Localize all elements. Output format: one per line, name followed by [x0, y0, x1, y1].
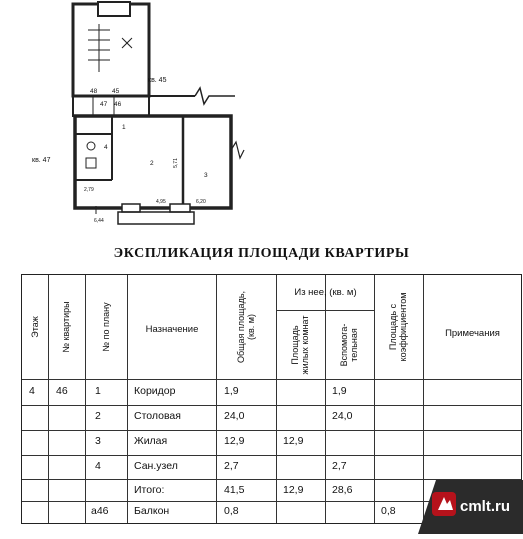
- plan-label-45: 45: [112, 88, 120, 95]
- room-number-2: 2: [150, 160, 154, 167]
- header-including-group: Из нее, (кв. м): [294, 287, 357, 298]
- watermark-logo: cmlt.ru: [418, 480, 523, 534]
- header-living-area: Площадь жилых комнат: [290, 315, 310, 375]
- row1-auxiliary-area: 1,9: [332, 385, 347, 397]
- total-row-living-area: 12,9: [283, 484, 304, 496]
- total-row-auxiliary-area: 28,6: [332, 484, 353, 496]
- row4-total-area: 2,7: [224, 460, 239, 472]
- row1-purpose: Коридор: [134, 385, 176, 397]
- plan-dim-4: 6,20: [196, 199, 206, 205]
- neighbor-label-top: кв. 45: [148, 77, 167, 84]
- plan-dim-3: 6,44: [94, 218, 104, 224]
- plan-dim-1: 5,71: [172, 158, 179, 168]
- row6-total-area: 0,8: [224, 505, 239, 517]
- row1-floor: 4: [29, 385, 35, 397]
- plan-label-46: 46: [114, 101, 122, 108]
- explication-table: Этаж № квартиры № по плану Назначение Об…: [21, 274, 522, 524]
- plan-dim-5: 4,95: [156, 199, 166, 205]
- watermark-logo-image: cmlt.ru: [418, 480, 523, 534]
- row1-apartment: 46: [56, 385, 68, 397]
- row6-coefficient-area: 0,8: [381, 505, 396, 517]
- row2-total-area: 24,0: [224, 410, 245, 422]
- row2-auxiliary-area: 24,0: [332, 410, 353, 422]
- floor-plan: кв. 45 кв. 47 48 45 47 46 1 4 2 3 5,71 2…: [0, 0, 523, 232]
- page-title: ЭКСПЛИКАЦИЯ ПЛОЩАДИ КВАРТИРЫ: [113, 246, 410, 261]
- row3-living-area: 12,9: [283, 435, 304, 447]
- row6-purpose: Балкон: [134, 505, 170, 517]
- row1-plan-number: 1: [95, 385, 101, 397]
- row3-total-area: 12,9: [224, 435, 245, 447]
- header-notes: Примечания: [445, 328, 500, 339]
- header-coefficient-area: Площадь с коэффициентом: [388, 292, 408, 362]
- row4-purpose: Сан.узел: [134, 460, 178, 472]
- header-plan-number: № по плану: [101, 302, 111, 352]
- header-apartment-number: № квартиры: [61, 301, 71, 353]
- room-number-3: 3: [204, 172, 208, 179]
- plan-label-47: 47: [100, 101, 108, 108]
- plan-dim-2: 2,79: [84, 187, 94, 193]
- header-auxiliary-area: Вспомога- тельная: [339, 323, 359, 367]
- neighbor-label-left: кв. 47: [32, 157, 51, 164]
- total-row-label: Итого:: [134, 484, 165, 496]
- header-total-area: Общая площадь, (кв. м): [236, 290, 256, 364]
- row2-purpose: Столовая: [134, 410, 181, 422]
- row4-plan-number: 4: [95, 460, 101, 472]
- room-number-4: 4: [104, 144, 108, 151]
- header-purpose: Назначение: [145, 324, 199, 335]
- row6-plan-number: а46: [91, 505, 109, 517]
- row3-purpose: Жилая: [134, 435, 168, 447]
- header-floor: Этаж: [30, 316, 40, 338]
- floor-plan-drawing: [71, 1, 245, 225]
- plan-label-48: 48: [90, 88, 98, 95]
- room-number-1: 1: [122, 124, 126, 131]
- total-row-total-area: 41,5: [224, 484, 245, 496]
- row2-plan-number: 2: [95, 410, 101, 422]
- row1-total-area: 1,9: [224, 385, 239, 397]
- row3-plan-number: 3: [95, 435, 101, 447]
- row4-auxiliary-area: 2,7: [332, 460, 347, 472]
- svg-text:cmlt.ru: cmlt.ru: [460, 498, 510, 515]
